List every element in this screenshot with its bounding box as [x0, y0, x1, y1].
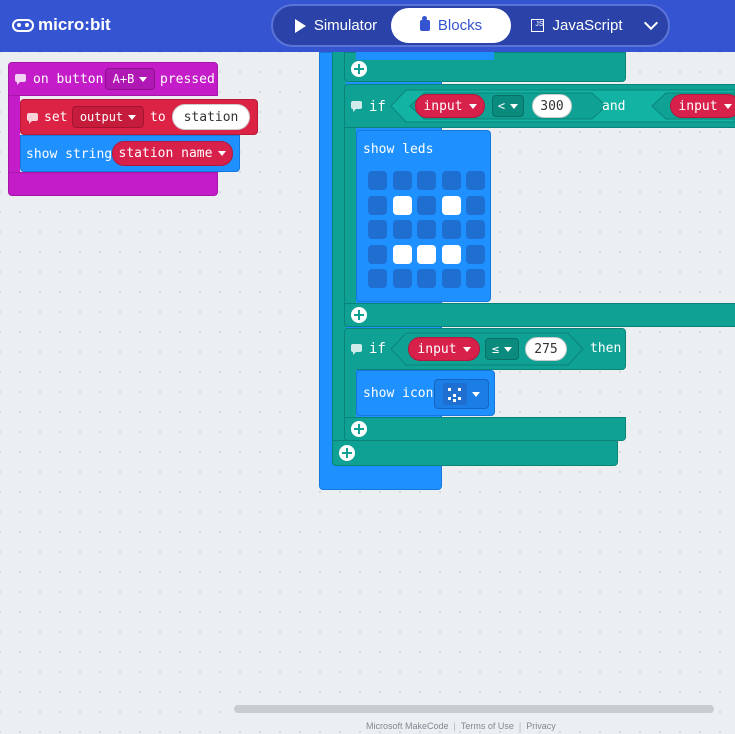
led-cell[interactable] [441, 269, 461, 288]
puzzle-icon [419, 16, 430, 31]
comment-icon[interactable] [15, 74, 26, 85]
set-label: set [44, 110, 68, 125]
chevron-down-icon [643, 15, 659, 31]
led-cell[interactable] [466, 171, 485, 190]
add-else-plus-icon[interactable] [351, 307, 367, 323]
led-cell[interactable] [392, 244, 412, 264]
editor-switcher: Simulator Blocks JS JavaScript [271, 4, 670, 47]
tab-blocks[interactable]: Blocks [391, 8, 511, 43]
led-cell[interactable] [392, 269, 412, 288]
icon-pixel [448, 397, 451, 400]
comment-icon[interactable] [27, 113, 38, 124]
button-dropdown[interactable]: A+B [105, 68, 155, 90]
tab-blocks-label: Blocks [437, 17, 483, 34]
logo-text: micro:bit [38, 15, 111, 34]
led-cell[interactable] [466, 195, 485, 215]
top-header: micro:bit Simulator Blocks JS JavaScript [0, 0, 735, 52]
station-name-variable[interactable]: station name [112, 141, 233, 166]
show-string-label: show string [26, 147, 113, 162]
outer-logic-spine [332, 52, 346, 452]
previous-show-block [356, 52, 494, 60]
led-cell[interactable] [466, 220, 485, 239]
led-cell[interactable] [417, 220, 436, 239]
led-cell[interactable] [368, 244, 387, 264]
if-2-spine [344, 368, 356, 420]
more-languages-button[interactable] [635, 8, 667, 43]
if-2-footer [344, 417, 626, 441]
comparison-operator-dropdown[interactable]: ≤ [485, 338, 519, 360]
icon-pixel [453, 399, 456, 402]
add-else-plus-icon[interactable] [351, 61, 367, 77]
tab-javascript[interactable]: JS JavaScript [517, 8, 637, 43]
and-label: and [602, 99, 626, 114]
led-cell[interactable] [392, 220, 412, 239]
if-1-label: if [369, 99, 386, 115]
icon-pixel [458, 388, 461, 391]
sad-face-icon [443, 383, 467, 405]
to-label: to [150, 110, 166, 125]
js-icon: JS [531, 19, 545, 32]
icon-pixel [453, 394, 456, 397]
event-spine [8, 96, 20, 174]
number-input-300[interactable]: 300 [532, 94, 572, 118]
event-suffix: pressed [160, 72, 215, 87]
icon-dropdown[interactable] [434, 379, 489, 409]
microbit-logo-icon [12, 18, 34, 32]
led-cell[interactable] [368, 220, 387, 239]
led-cell[interactable] [417, 269, 436, 288]
station-text-input[interactable]: station [172, 104, 250, 130]
led-cell[interactable] [368, 269, 387, 288]
if-1-footer [344, 303, 735, 327]
comment-icon[interactable] [351, 344, 362, 355]
footer-privacy-link[interactable]: Privacy [526, 721, 556, 731]
led-cell[interactable] [392, 171, 412, 190]
show-icon-label: show icon [363, 386, 434, 401]
play-icon [294, 18, 306, 33]
led-cell[interactable] [441, 195, 461, 215]
horizontal-scrollbar[interactable] [234, 705, 714, 713]
led-cell[interactable] [417, 195, 436, 215]
footer-brand-link[interactable]: Microsoft MakeCode [366, 721, 449, 731]
tab-javascript-label: JavaScript [552, 17, 623, 34]
icon-pixel [448, 388, 451, 391]
input-variable[interactable]: input [408, 337, 480, 361]
tab-simulator[interactable]: Simulator [281, 8, 391, 43]
input-variable-right[interactable]: input [670, 94, 735, 118]
led-cell[interactable] [441, 220, 461, 239]
then-label: then [590, 341, 622, 356]
led-cell[interactable] [466, 244, 485, 264]
microbit-logo[interactable]: micro:bit [12, 15, 111, 35]
led-cell[interactable] [441, 244, 461, 264]
footer-terms-link[interactable]: Terms of Use [460, 721, 514, 731]
show-leds-label: show leds [363, 142, 434, 157]
led-cell[interactable] [392, 195, 412, 215]
variable-dropdown[interactable]: output [72, 106, 144, 128]
input-variable-left[interactable]: input [415, 94, 485, 118]
outer-logic-footer [332, 440, 618, 466]
if-2-label: if [369, 341, 386, 357]
number-input-275[interactable]: 275 [525, 337, 567, 361]
tab-simulator-label: Simulator [313, 17, 378, 34]
icon-pixel [458, 397, 461, 400]
led-cell[interactable] [466, 269, 485, 288]
led-cell[interactable] [368, 171, 387, 190]
led-cell[interactable] [441, 171, 461, 190]
led-cell[interactable] [368, 195, 387, 215]
event-footer [8, 172, 218, 196]
led-cell[interactable] [417, 171, 436, 190]
event-prefix: on button [33, 72, 104, 87]
add-else-plus-icon[interactable] [339, 445, 355, 461]
comparison-operator-dropdown[interactable]: < [492, 95, 524, 117]
comment-icon[interactable] [351, 101, 362, 112]
if-1-spine [344, 128, 356, 308]
add-else-plus-icon[interactable] [351, 421, 367, 437]
footer-links: Microsoft MakeCode|Terms of Use|Privacy [366, 721, 556, 731]
led-cell[interactable] [417, 244, 436, 264]
